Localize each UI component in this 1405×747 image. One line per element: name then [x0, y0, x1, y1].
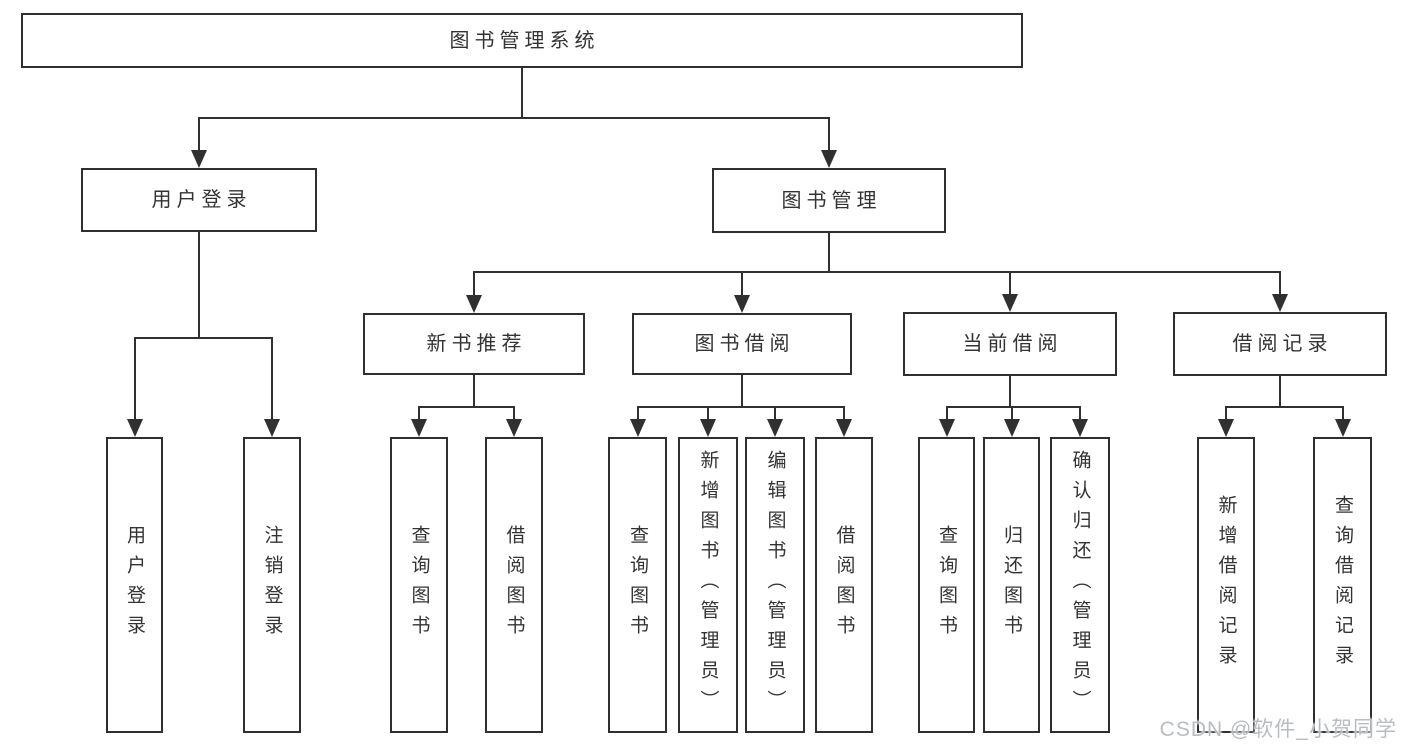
connector-branch-bw-add [707, 406, 709, 423]
arrowhead-bw-add [700, 419, 716, 437]
connector-branch-bw-query [636, 406, 639, 423]
node-bw-add: 新增图书（管理员） [678, 437, 738, 733]
node-cur-return: 归还图书 [983, 437, 1040, 733]
connector-drop-current [1009, 376, 1011, 408]
node-label-borrow: 图书借阅 [694, 333, 795, 355]
connector-branch-record [1279, 271, 1281, 298]
connector-branch-mgmt [828, 117, 830, 154]
connector-branch-borrow [741, 271, 743, 299]
node-label-record: 借阅记录 [1232, 333, 1333, 355]
node-label-leaf-login: 用户登录 [124, 525, 145, 645]
connector-branch-login2 [198, 117, 200, 154]
node-label-nb-query: 查询图书 [408, 525, 430, 645]
connector-drop-login2 [198, 232, 200, 339]
connector-branch-nb-query [418, 406, 420, 423]
arrowhead-nb-query [411, 419, 427, 437]
arrowhead-borrow [734, 295, 750, 313]
node-label-cur-confirm: 确认归还（管理员） [1069, 450, 1091, 720]
arrowhead-leaf-login [126, 419, 143, 437]
node-leaf-login: 用户登录 [106, 437, 163, 733]
arrowhead-cur-return [1003, 419, 1020, 437]
arrowhead-login2 [191, 150, 207, 168]
node-label-bw-edit: 编辑图书（管理员） [764, 450, 786, 720]
connector-rail-newbook [418, 406, 515, 408]
arrowhead-record [1272, 294, 1288, 312]
connector-branch-current [1009, 271, 1011, 298]
arrowhead-bw-borrow [836, 419, 852, 437]
arrowhead-bw-query [629, 419, 646, 437]
node-bw-query: 查询图书 [608, 437, 667, 733]
arrowhead-cur-confirm [1072, 419, 1088, 437]
connector-rail-root [198, 117, 830, 119]
arrowhead-bw-edit [767, 419, 783, 437]
node-label-nb-borrow: 借阅图书 [503, 525, 525, 645]
arrowhead-rec-add [1218, 419, 1234, 437]
connector-branch-bw-borrow [843, 406, 845, 423]
connector-branch-leaf-login [133, 337, 136, 423]
node-label-root: 图书管理系统 [449, 29, 600, 52]
node-cur-confirm: 确认归还（管理员） [1050, 437, 1110, 733]
node-nb-borrow: 借阅图书 [485, 437, 543, 733]
node-label-bw-borrow: 借阅图书 [833, 525, 855, 645]
node-label-leaf-logout: 注销登录 [261, 525, 283, 645]
connector-branch-cur-query [945, 406, 948, 423]
connector-drop-record [1279, 376, 1281, 408]
node-root: 图书管理系统 [21, 13, 1023, 68]
connector-branch-newbook [473, 271, 475, 299]
node-label-login2: 用户登录 [151, 189, 252, 211]
node-mgmt: 图书管理 [712, 168, 946, 233]
arrowhead-leaf-logout [264, 419, 280, 437]
node-label-cur-return: 归还图书 [1001, 525, 1022, 645]
connector-branch-cur-confirm [1079, 406, 1081, 423]
arrowhead-rec-query [1334, 419, 1351, 437]
connector-drop-mgmt [828, 233, 830, 273]
node-newbook: 新书推荐 [363, 313, 585, 375]
connector-rail-mgmt [473, 271, 1281, 273]
connector-branch-leaf-logout [271, 337, 273, 423]
connector-branch-rec-add [1225, 406, 1227, 423]
node-bw-borrow: 借阅图书 [815, 437, 873, 733]
connector-branch-bw-edit [774, 406, 776, 423]
arrowhead-cur-query [938, 419, 955, 437]
node-current: 当前借阅 [903, 312, 1117, 376]
node-label-mgmt: 图书管理 [781, 189, 882, 212]
connector-branch-rec-query [1341, 406, 1344, 423]
connector-drop-root [521, 68, 523, 119]
connector-rail-current [945, 406, 1081, 408]
node-label-bw-add: 新增图书（管理员） [697, 450, 719, 720]
node-label-newbook: 新书推荐 [426, 333, 527, 355]
node-nb-query: 查询图书 [390, 437, 448, 733]
node-borrow: 图书借阅 [632, 313, 852, 375]
arrowhead-newbook [466, 295, 482, 313]
node-bw-edit: 编辑图书（管理员） [745, 437, 805, 733]
node-leaf-logout: 注销登录 [243, 437, 301, 733]
connector-branch-cur-return [1010, 406, 1013, 423]
node-rec-add: 新增借阅记录 [1197, 437, 1255, 733]
node-rec-query: 查询借阅记录 [1313, 437, 1372, 733]
connector-rail-record [1225, 406, 1344, 408]
arrowhead-nb-borrow [506, 419, 522, 437]
connector-rail-borrow [636, 406, 845, 408]
connector-drop-newbook [473, 375, 475, 408]
connector-rail-login2 [133, 337, 273, 339]
arrowhead-mgmt [821, 150, 837, 168]
node-label-cur-query: 查询图书 [936, 525, 957, 645]
connector-branch-nb-borrow [513, 406, 515, 423]
node-label-bw-query: 查询图书 [627, 525, 648, 645]
node-label-rec-add: 新增借阅记录 [1215, 495, 1237, 675]
connector-drop-borrow [741, 375, 743, 408]
node-label-current: 当前借阅 [962, 333, 1063, 355]
arrowhead-current [1002, 294, 1018, 312]
node-login2: 用户登录 [81, 168, 317, 232]
node-record: 借阅记录 [1173, 312, 1387, 376]
node-label-rec-query: 查询借阅记录 [1332, 495, 1353, 675]
csdn-watermark: CSDN @软件_小贺同学 [1159, 718, 1397, 741]
node-cur-query: 查询图书 [918, 437, 975, 733]
